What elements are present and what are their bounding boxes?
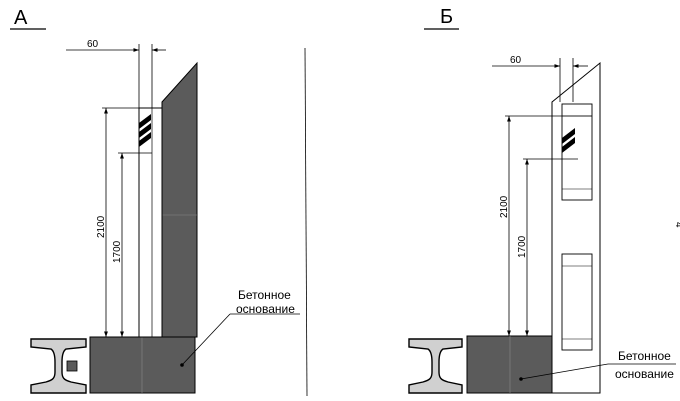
dim-text-2100-b: 2100 — [499, 195, 510, 218]
callout-dot-a — [180, 363, 184, 367]
concrete-base-b — [466, 335, 553, 394]
dim-text-1700-b: 1700 — [517, 235, 528, 258]
callout-line2-a: основание — [236, 302, 295, 316]
callout-line1-b: Бетонное — [618, 349, 671, 363]
warning-stripe-a-1 — [139, 114, 151, 129]
upper-window-b — [561, 103, 593, 201]
dim-text-2100-a: 2100 — [96, 215, 107, 238]
warning-stripe-a-2 — [139, 123, 151, 138]
callout-line2-b: основание — [615, 367, 674, 381]
callout-line1-a: Бетонное — [238, 288, 291, 302]
callout-dot-b — [519, 377, 523, 381]
panel-b: Б 60 2100 1700 — [408, 6, 676, 394]
dim-text-offset-b: 60 — [510, 55, 522, 66]
panel-a: А 60 2100 1700 — [10, 7, 300, 394]
dim-text-1700-a: 1700 — [112, 240, 123, 263]
callout-leader-a — [181, 313, 231, 366]
warning-stripe-a-3 — [139, 132, 151, 147]
lower-window-b — [561, 253, 593, 351]
warning-stripe-b-2 — [562, 137, 575, 153]
callout-leader-b — [520, 363, 609, 380]
warning-stripe-b-1 — [562, 128, 575, 144]
panel-a-label: А — [14, 7, 28, 29]
rail-profile-b — [408, 338, 463, 394]
rail-marker-a — [66, 360, 78, 372]
panel-divider — [304, 47, 308, 397]
side-page-mark: 4 — [673, 222, 680, 228]
dim-text-offset-a: 60 — [87, 39, 99, 50]
rail-profile-a — [30, 338, 87, 394]
concrete-wall-a — [161, 61, 198, 338]
panel-b-label: Б — [440, 6, 453, 28]
concrete-base-a — [89, 336, 196, 394]
